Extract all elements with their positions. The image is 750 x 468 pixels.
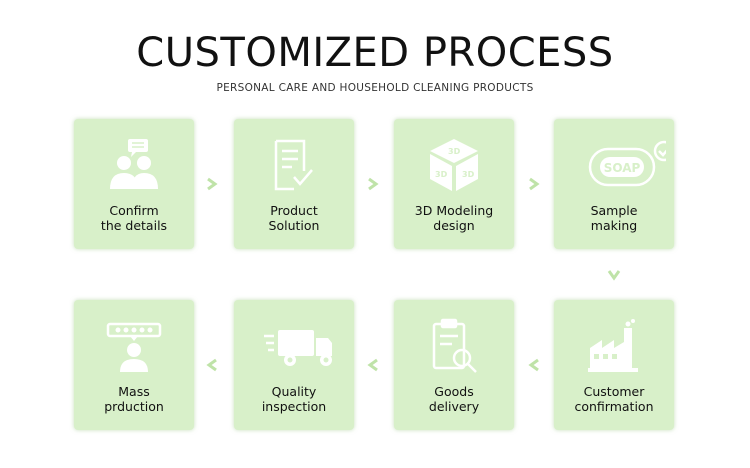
arrow-left-icon xyxy=(367,358,378,372)
soap-check-icon: SOAP xyxy=(588,140,666,187)
factory-icon xyxy=(588,319,638,372)
cube-text: 3D xyxy=(435,170,448,179)
arrow-right-icon xyxy=(529,177,540,191)
soap-text: SOAP xyxy=(604,161,641,175)
delivery-truck-icon xyxy=(264,330,332,366)
cube-text: 3D xyxy=(462,170,475,179)
arrow-left-icon xyxy=(206,358,217,372)
document-check-icon xyxy=(274,139,313,191)
rating-person-icon xyxy=(106,322,162,372)
page-title: CUSTOMIZED PROCESS xyxy=(136,30,614,76)
clipboard-search-icon xyxy=(432,318,477,373)
page-subtitle: PERSONAL CARE AND HOUSEHOLD CLEANING PRO… xyxy=(216,82,534,94)
cube-text: 3D xyxy=(448,147,461,156)
3d-cube-icon: 3D 3D 3D xyxy=(430,139,478,191)
arrow-left-icon xyxy=(528,358,539,372)
arrow-down-icon xyxy=(607,270,621,281)
arrow-right-icon xyxy=(368,177,379,191)
arrow-right-icon xyxy=(207,177,218,191)
people-chat-icon xyxy=(110,139,158,189)
